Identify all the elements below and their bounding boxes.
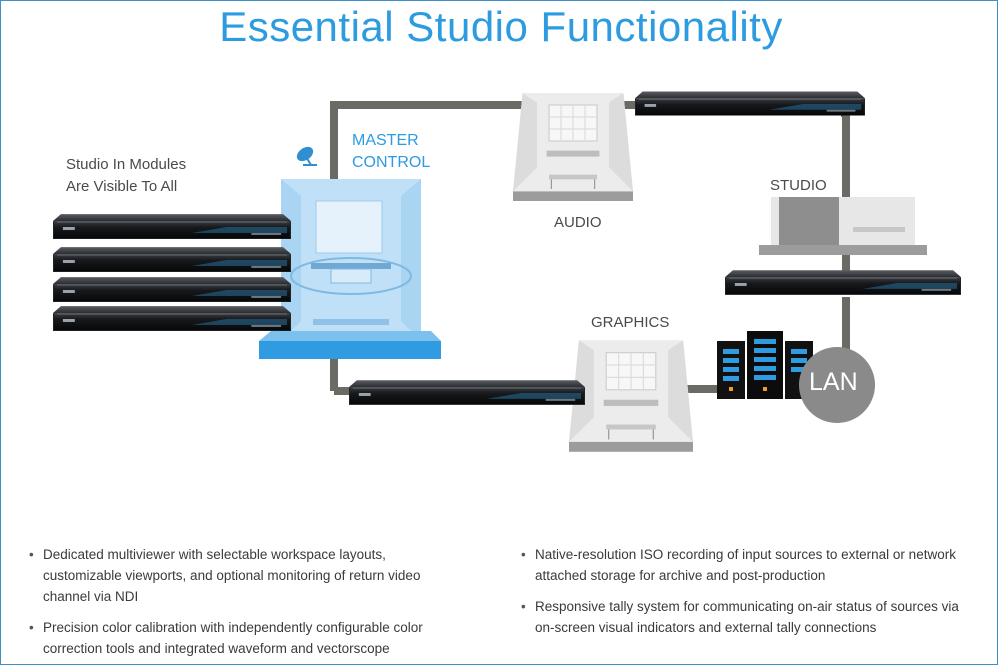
modules-label: Studio In Modules Are Visible To All bbox=[66, 154, 186, 198]
feature-list-right: Native-resolution ISO recording of input… bbox=[521, 544, 981, 648]
studio-room bbox=[759, 197, 927, 255]
master-control-label-line-2: CONTROL bbox=[352, 154, 431, 171]
studio-label: STUDIO bbox=[770, 177, 827, 194]
modules-label-line-1: Studio In Modules bbox=[66, 156, 187, 173]
modules-label-line-2: Are Visible To All bbox=[66, 178, 178, 195]
graphics-label: GRAPHICS bbox=[591, 314, 670, 331]
audio-room bbox=[513, 92, 633, 202]
feature-item: Native-resolution ISO recording of input… bbox=[521, 544, 981, 586]
feature-list-left: Dedicated multiviewer with selectable wo… bbox=[29, 544, 449, 664]
module-stack bbox=[53, 213, 291, 332]
graphics-room bbox=[569, 339, 693, 453]
satellite-dish-icon bbox=[296, 146, 317, 166]
lan-node bbox=[799, 347, 875, 423]
page-title: Essential Studio Functionality bbox=[219, 3, 783, 50]
master-control-label-line-1: MASTER bbox=[352, 132, 419, 149]
feature-item: Precision color calibration with indepen… bbox=[29, 617, 449, 659]
audio-label: AUDIO bbox=[554, 214, 602, 231]
master-control-label: MASTER CONTROL bbox=[352, 130, 430, 174]
storage-servers bbox=[717, 331, 813, 399]
feature-item: Dedicated multiviewer with selectable wo… bbox=[29, 544, 449, 607]
lan-label: LAN bbox=[809, 368, 858, 396]
feature-item: Responsive tally system for communicatin… bbox=[521, 596, 981, 638]
